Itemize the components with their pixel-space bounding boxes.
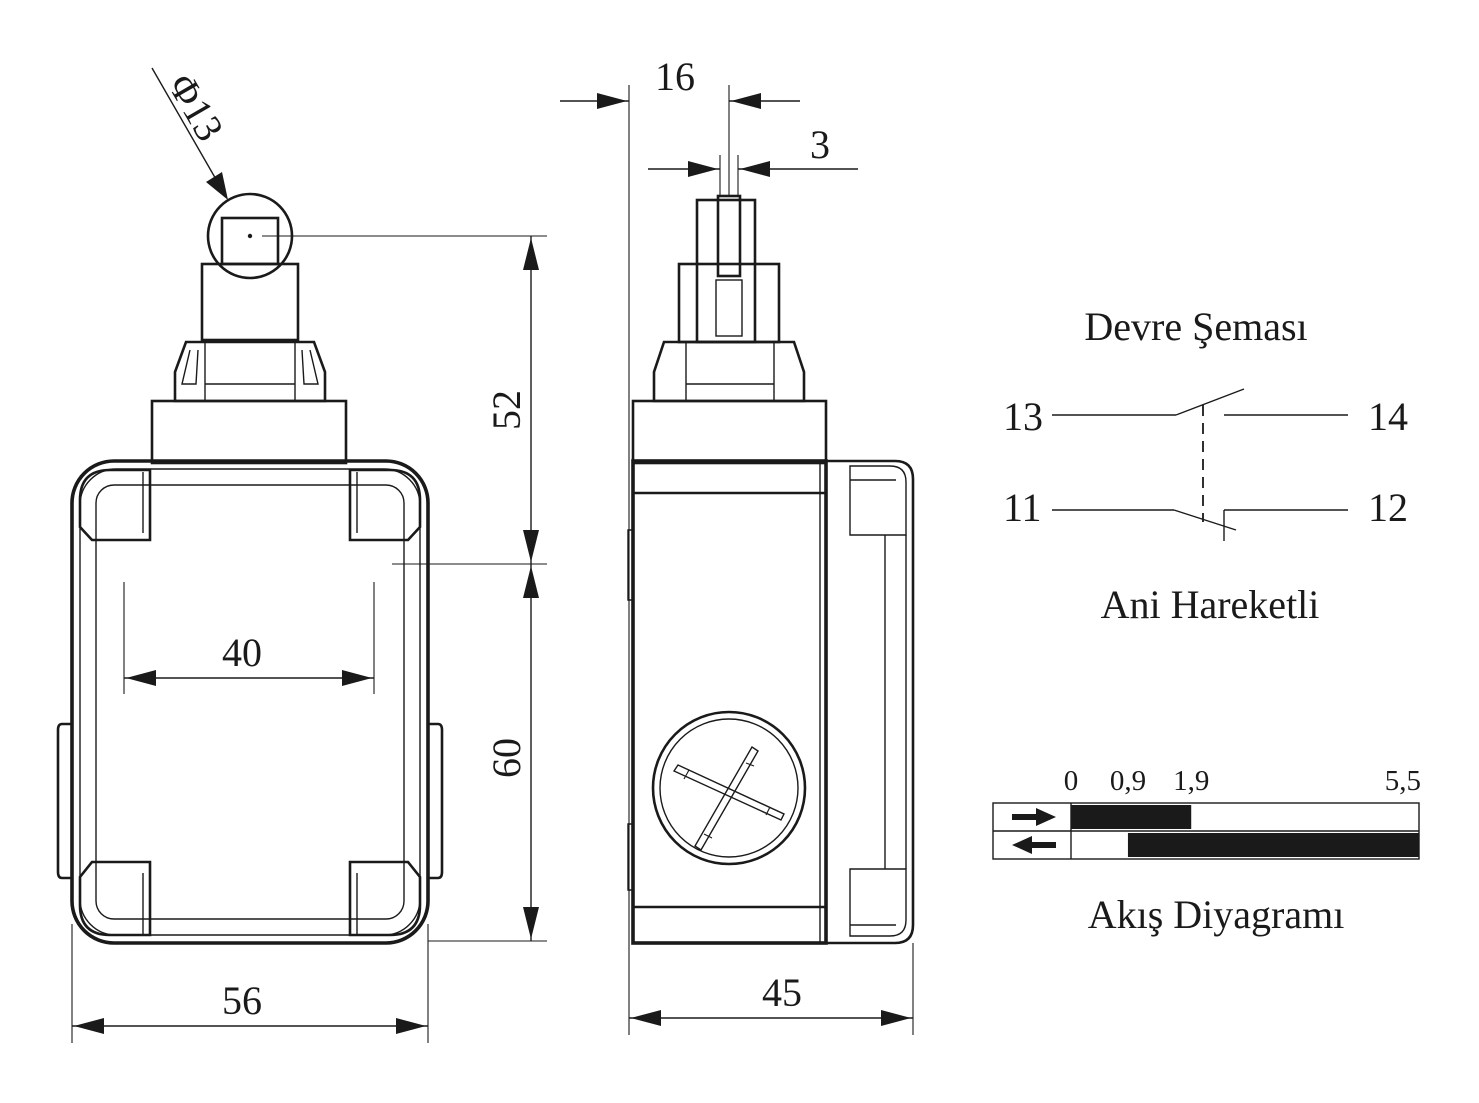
forward-arrow-icon bbox=[1012, 808, 1056, 826]
flow-bar-forward bbox=[1071, 805, 1192, 829]
screw-cross-icon bbox=[672, 746, 785, 851]
flow-tick-label: 1,9 bbox=[1173, 765, 1209, 797]
corner-top-right bbox=[348, 468, 422, 542]
side-guide-nut bbox=[652, 340, 806, 403]
side-cover bbox=[826, 459, 915, 945]
dim-roller-thickness: 3 bbox=[810, 122, 830, 167]
flow-title: Akış Diyagramı bbox=[1088, 892, 1345, 937]
corner-bottom-left bbox=[78, 860, 152, 937]
circuit-caption: Ani Hareketli bbox=[1101, 582, 1320, 627]
side-body bbox=[631, 459, 828, 945]
nc-contact-blade bbox=[1173, 509, 1237, 531]
front-plunger bbox=[200, 262, 300, 342]
front-body bbox=[70, 459, 430, 945]
dim-lower-height: 60 bbox=[484, 738, 529, 778]
return-arrow-icon bbox=[1012, 836, 1056, 854]
front-roller-axle bbox=[220, 216, 280, 266]
dimension-lines: Φ13 52 60 40 56 45 bbox=[71, 54, 914, 1043]
front-view bbox=[56, 192, 444, 945]
roller-center-mark bbox=[247, 233, 253, 239]
side-plunger bbox=[695, 198, 757, 344]
terminal-14: 14 bbox=[1368, 394, 1408, 439]
side-view bbox=[627, 194, 915, 945]
flow-tick-label: 0 bbox=[1064, 765, 1079, 797]
right-tab bbox=[428, 722, 444, 880]
dim-plunger-offset: 16 bbox=[655, 54, 695, 99]
side-head bbox=[631, 399, 828, 465]
flow-tick-labels: 0 0,9 1,9 5,5 bbox=[1064, 765, 1421, 797]
terminal-13: 13 bbox=[1003, 394, 1043, 439]
side-screw bbox=[651, 710, 807, 866]
terminal-12: 12 bbox=[1368, 485, 1408, 530]
flow-tick-label: 0,9 bbox=[1110, 765, 1146, 797]
corner-top-left bbox=[78, 468, 152, 542]
dim-front-width: 56 bbox=[222, 978, 262, 1023]
dim-inner-width: 40 bbox=[222, 630, 262, 675]
flow-diagram: 0 0,9 1,9 5,5 Akış Diyagramı bbox=[992, 765, 1421, 937]
flow-bars bbox=[1071, 805, 1419, 857]
flow-tick-label: 5,5 bbox=[1385, 765, 1421, 797]
dim-upper-height: 52 bbox=[484, 390, 529, 430]
dim-side-width: 45 bbox=[762, 970, 802, 1015]
dim-roller-diameter: Φ13 bbox=[159, 66, 233, 148]
left-tab bbox=[56, 722, 72, 880]
roller-leader-arrow bbox=[206, 172, 228, 200]
terminal-11: 11 bbox=[1003, 485, 1042, 530]
no-contact-blade bbox=[1175, 388, 1245, 416]
circuit-diagram: Devre Şeması 13 14 11 12 Ani Hareketli bbox=[1003, 304, 1408, 627]
flow-bar-return bbox=[1127, 833, 1419, 857]
front-head bbox=[150, 399, 348, 465]
corner-bottom-right bbox=[348, 860, 422, 937]
circuit-title: Devre Şeması bbox=[1084, 304, 1307, 349]
